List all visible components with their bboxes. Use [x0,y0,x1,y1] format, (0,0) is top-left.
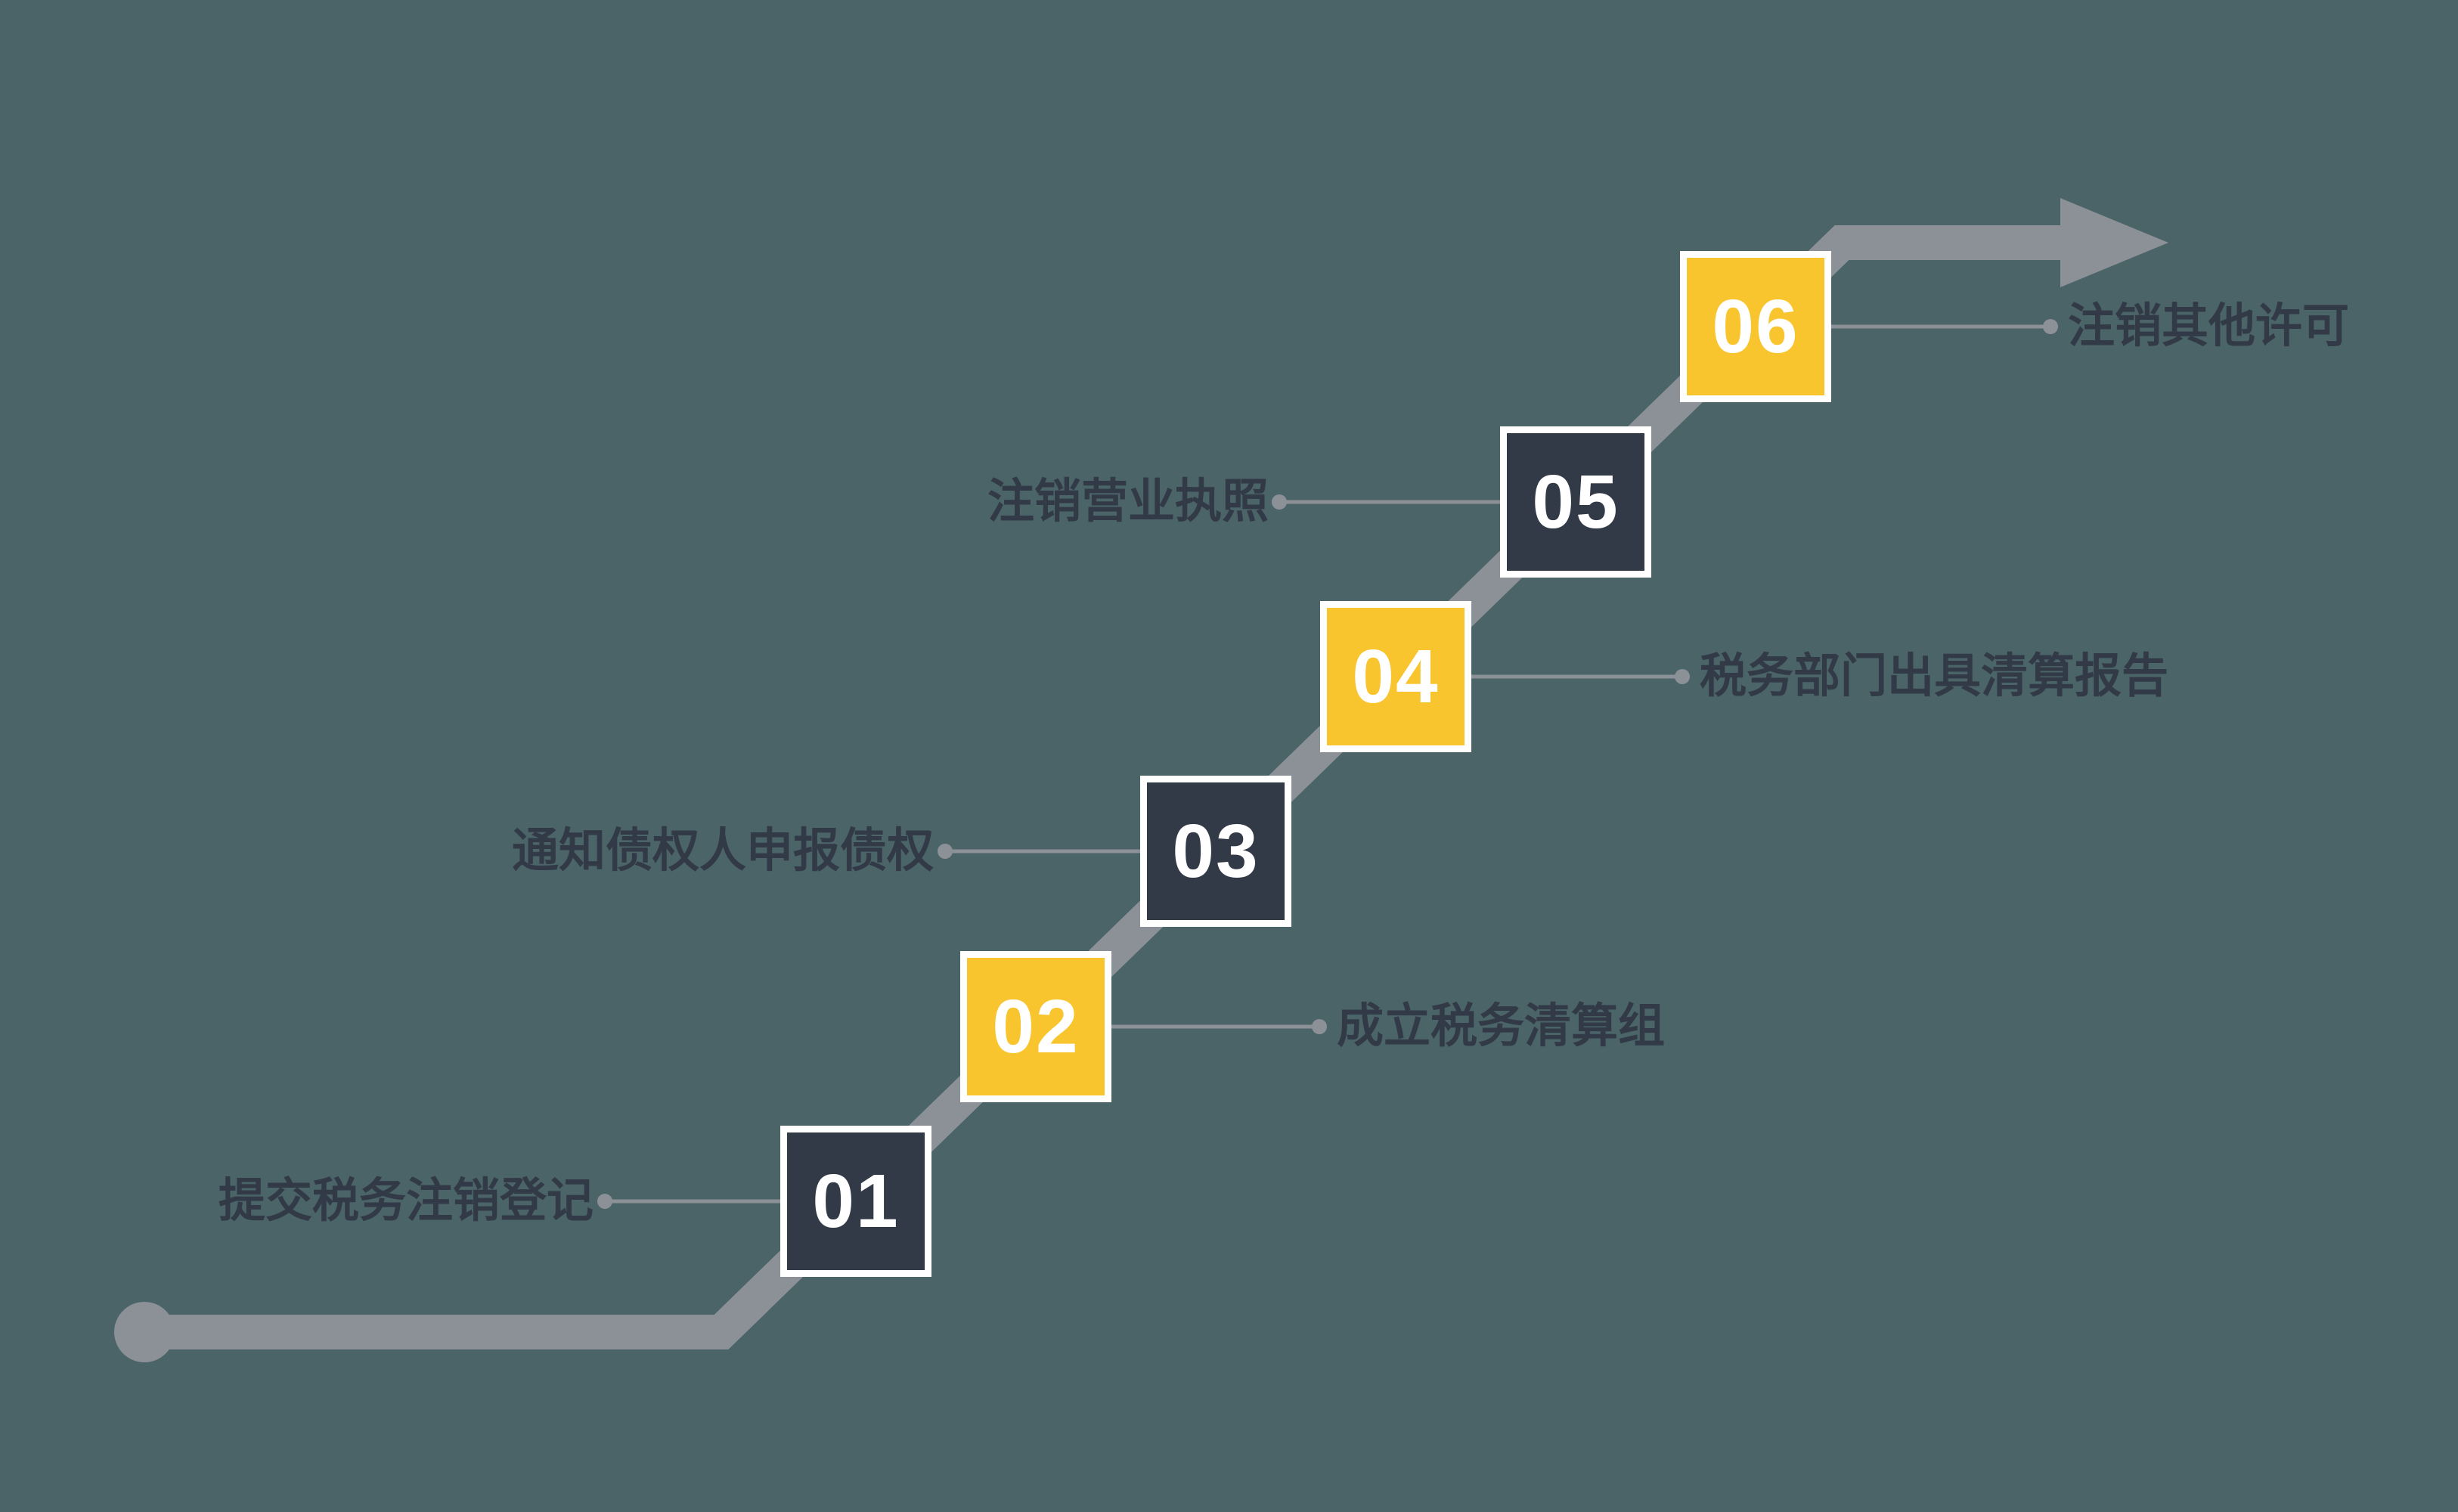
step-square-06: 06 [1680,251,1831,402]
arrowhead-icon [2060,198,2168,287]
staircase-line [144,225,2072,1349]
step-number-02: 02 [992,984,1080,1069]
step-square-02: 02 [960,951,1111,1102]
step-number-01: 01 [812,1159,900,1244]
step-label-06: 注销其他许可 [2068,300,2350,352]
connector-dot-step-03 [938,844,953,859]
step-number-04: 04 [1352,634,1440,719]
step-number-05: 05 [1532,460,1620,544]
step-square-01: 01 [780,1126,931,1277]
connector-dot-step-04 [1675,669,1690,684]
step-label-01: 提交税务注销登记 [218,1175,594,1227]
step-label-05: 注销营业执照 [987,476,1269,528]
start-dot-icon [114,1302,175,1362]
step-square-04: 04 [1320,601,1471,752]
step-square-05: 05 [1500,426,1651,578]
step-label-02: 成立税务清算组 [1337,1000,1666,1052]
step-label-03: 通知债权人申报债权 [511,825,934,877]
connector-dot-step-05 [1272,494,1287,510]
step-label-04: 税务部门出具清算报告 [1700,650,2169,702]
connector-dot-step-01 [597,1194,612,1209]
connector-dot-step-02 [1312,1019,1327,1034]
step-number-03: 03 [1172,809,1260,894]
connector-dot-step-06 [2043,319,2058,334]
step-number-06: 06 [1712,284,1799,369]
step-square-03: 03 [1140,776,1291,927]
